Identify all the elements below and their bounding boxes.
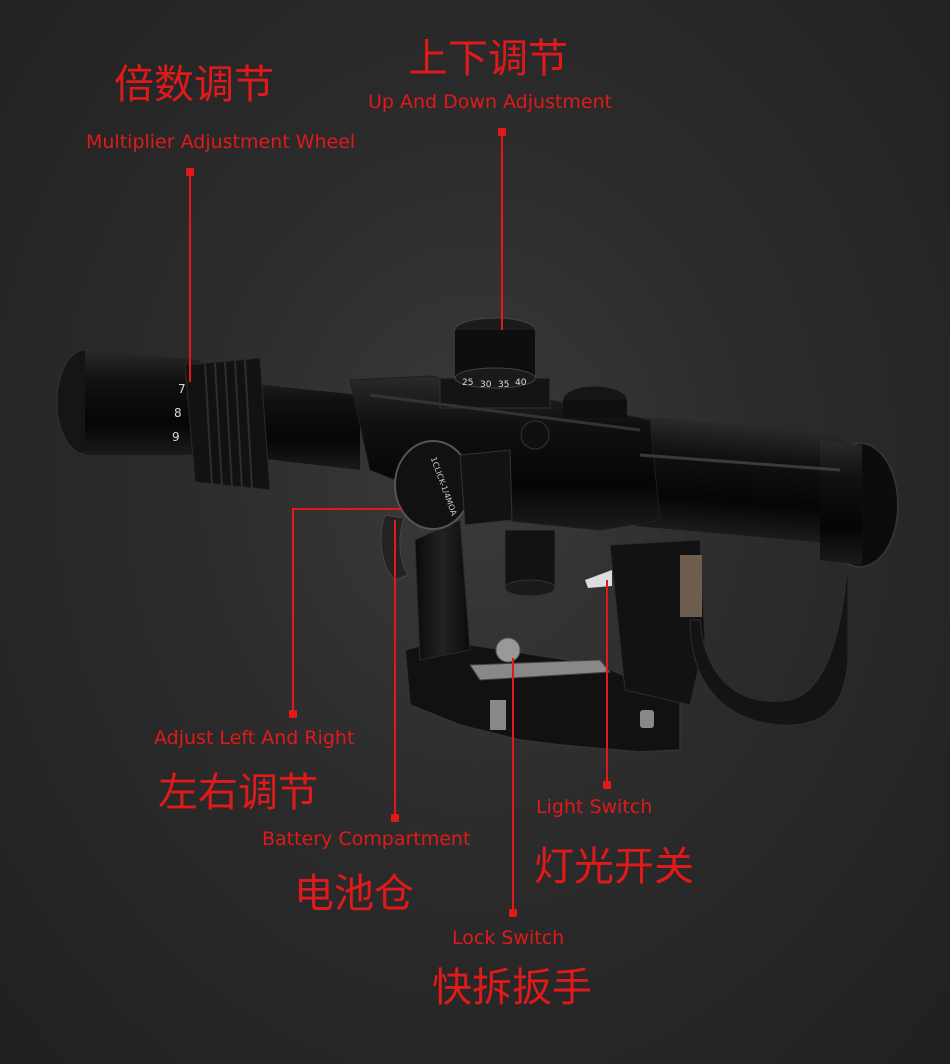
- turret-mark-1: 25: [462, 378, 473, 388]
- windage-label-en: Adjust Left And Right: [154, 727, 355, 749]
- windage-turret: 1CLICK-1/4MOA: [394, 440, 513, 530]
- leader-battery: [394, 520, 396, 818]
- magnification-label-cn: 倍数调节: [114, 62, 274, 108]
- light-switch: [585, 570, 612, 588]
- lock-label-cn: 快拆扳手: [432, 965, 592, 1011]
- magnification-ring: 7 8 9: [172, 357, 271, 491]
- leader-light-dot: [603, 781, 611, 789]
- leader-windage-v: [292, 508, 294, 714]
- windage-label-cn: 左右调节: [158, 770, 318, 816]
- zoom-mark-3: 9: [172, 430, 180, 444]
- zoom-mark-1: 7: [178, 382, 186, 396]
- leader-lock: [512, 658, 514, 913]
- light-label-cn: 灯光开关: [534, 844, 694, 890]
- battery-label-en: Battery Compartment: [262, 828, 471, 850]
- leader-windage-dot: [289, 710, 297, 718]
- elevation-label-cn: 上下调节: [408, 36, 568, 82]
- lock-lever-pivot: [495, 637, 521, 663]
- battery-label-cn: 电池仓: [294, 871, 414, 917]
- leader-windage-h: [292, 508, 402, 510]
- elevation-label-en: Up And Down Adjustment: [368, 91, 613, 113]
- side-mount: [380, 514, 849, 753]
- zoom-mark-2: 8: [174, 406, 182, 420]
- leader-lock-dot: [509, 909, 517, 917]
- turret-mark-2: 30: [480, 380, 492, 390]
- leader-elevation: [501, 130, 503, 330]
- leader-magnification-dot: [186, 168, 194, 176]
- leader-elevation-dot: [498, 128, 506, 136]
- lock-lever: [469, 659, 612, 681]
- leader-battery-dot: [391, 814, 399, 822]
- lock-label-en: Lock Switch: [452, 927, 565, 949]
- mount-rail-plate: [680, 555, 702, 617]
- leader-light: [606, 580, 608, 785]
- light-module: [504, 529, 556, 597]
- magnification-label-en: Multiplier Adjustment Wheel: [86, 131, 356, 153]
- lens-cap-strap: [689, 559, 849, 726]
- light-label-en: Light Switch: [536, 796, 653, 818]
- turret-mark-4: 40: [515, 378, 527, 388]
- elevation-turret: 25 30 35 40: [439, 317, 551, 409]
- leader-magnification: [189, 172, 191, 382]
- turret-mark-3: 35: [498, 380, 509, 390]
